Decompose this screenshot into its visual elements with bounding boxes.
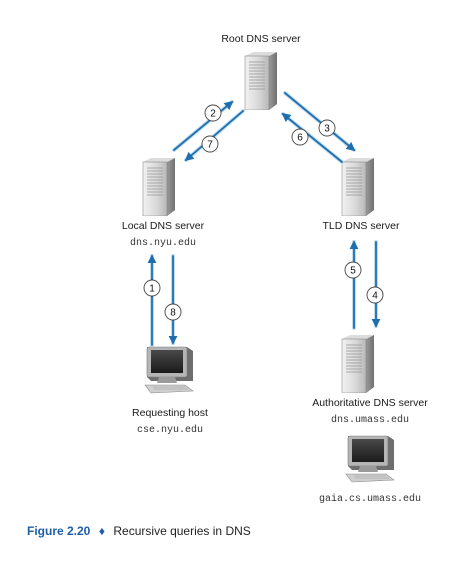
arrow-step-7 [184, 110, 244, 162]
figure-caption: Figure 2.20 ♦ Recursive queries in DNS [27, 522, 251, 539]
step-number-8: 8 [170, 308, 176, 319]
caption-separator: ♦ [99, 524, 105, 538]
caption-text: Recursive queries in DNS [113, 524, 250, 538]
local-server-label: Local DNS server [122, 220, 205, 232]
step-number-1: 1 [149, 284, 155, 295]
step-marker-5 [344, 261, 362, 279]
figure-number: Figure 2.20 [27, 524, 91, 538]
arrow-step-3 [284, 92, 356, 152]
authoritative-server-icon [341, 335, 375, 393]
step-marker-7 [201, 135, 219, 153]
step-marker-4 [366, 286, 384, 304]
tld-server-icon [341, 158, 375, 216]
requesting-host-label: Requesting host [132, 407, 208, 419]
step-number-4: 4 [372, 291, 378, 302]
step-marker-2 [204, 104, 222, 122]
authoritative-server-hostname: dns.umass.edu [331, 414, 409, 426]
authoritative-server-label: Authoritative DNS server [312, 397, 428, 409]
step-number-6: 6 [297, 133, 303, 144]
step-marker-1 [143, 279, 161, 297]
step-marker-3 [318, 119, 336, 137]
target-host-computer-icon [345, 435, 395, 483]
local-server-hostname: dns.nyu.edu [130, 237, 196, 249]
root-server-label: Root DNS server [221, 33, 301, 45]
step-marker-6 [291, 128, 309, 146]
step-number-2: 2 [210, 109, 216, 120]
step-marker-8 [164, 303, 182, 321]
requesting-host-computer-icon [144, 346, 194, 394]
target-host-hostname: gaia.cs.umass.edu [319, 493, 421, 505]
local-server-icon [142, 158, 176, 216]
arrow-step-6 [281, 112, 343, 163]
step-number-5: 5 [350, 266, 356, 277]
arrow-step-2 [173, 100, 234, 151]
root-server-icon [244, 52, 278, 110]
step-number-7: 7 [207, 140, 213, 151]
requesting-host-hostname: cse.nyu.edu [137, 424, 203, 436]
tld-server-label: TLD DNS server [322, 220, 400, 232]
step-number-3: 3 [324, 124, 330, 135]
